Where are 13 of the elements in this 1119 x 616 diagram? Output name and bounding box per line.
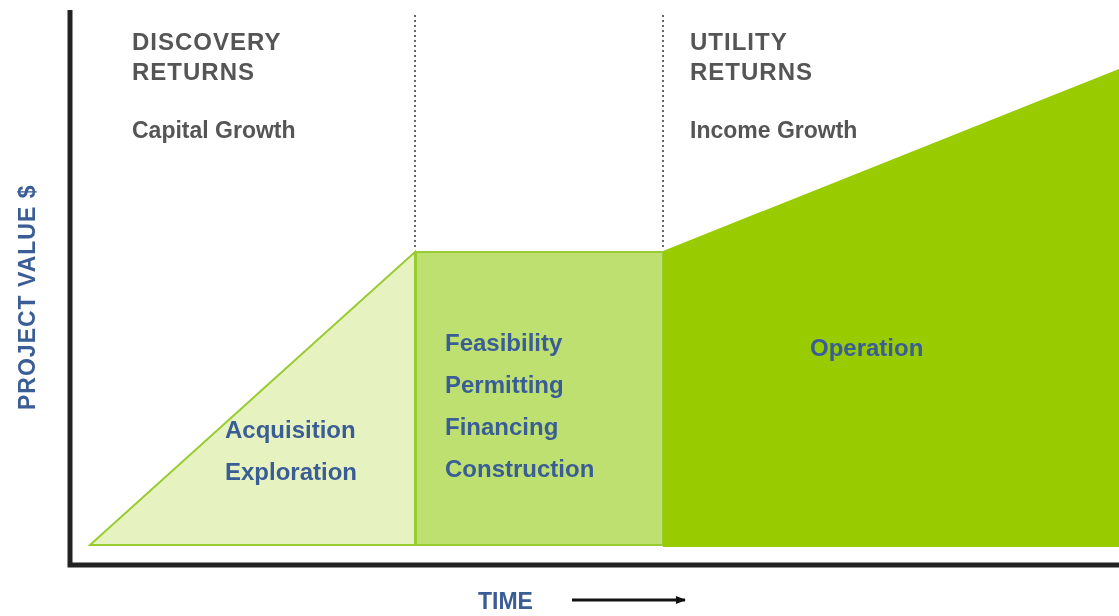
section-heading: UTILITY RETURNS — [690, 27, 814, 87]
phase-label: Construction — [445, 454, 595, 484]
phase-label: Feasibility — [445, 328, 563, 358]
phase-label: Operation — [810, 333, 924, 363]
axis-label: TIME — [478, 588, 533, 614]
subheading: Capital Growth — [132, 117, 296, 144]
subheading: Income Growth — [690, 117, 858, 144]
phase-label: Permitting — [445, 370, 564, 400]
phase-label: Financing — [445, 412, 559, 442]
phase-label: Acquisition — [225, 415, 356, 445]
phase-label: Exploration — [225, 457, 357, 487]
axis-label: PROJECT VALUE $ — [14, 184, 40, 410]
section-heading: DISCOVERY RETURNS — [132, 27, 283, 87]
